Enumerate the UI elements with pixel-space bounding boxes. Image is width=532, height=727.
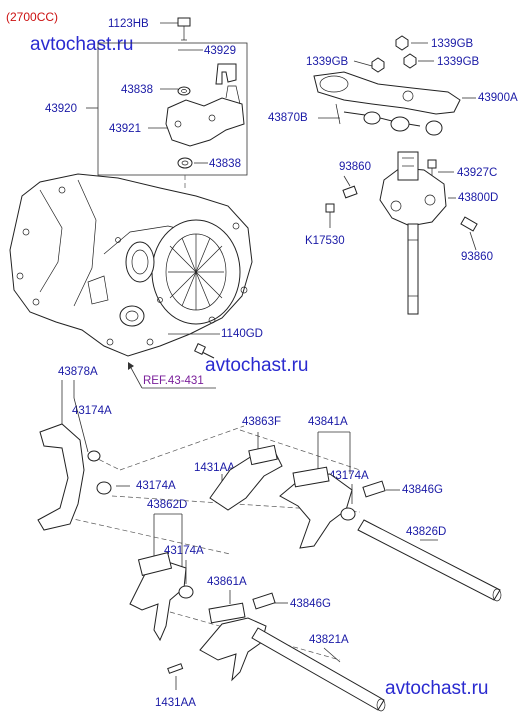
label-43838-upper[interactable]: 43838: [121, 84, 153, 96]
label-43921[interactable]: 43921: [109, 123, 141, 135]
label-43920[interactable]: 43920: [45, 103, 77, 115]
fork-43861A: [199, 617, 267, 682]
label-1431AA-lower[interactable]: 1431AA: [155, 697, 196, 709]
rail-43826D: [357, 519, 501, 601]
bolt-43927C: [427, 159, 437, 169]
shift-shaft: [407, 223, 419, 315]
label-43841A[interactable]: 43841A: [308, 416, 348, 428]
watermark-bottom: avtochast.ru: [385, 678, 489, 699]
nut-1339GB-1: [395, 35, 409, 51]
label-43174A-1[interactable]: 43174A: [72, 405, 112, 417]
label-93860-upper[interactable]: 93860: [339, 161, 371, 173]
shift-lever-assembly: [313, 35, 478, 315]
label-1140GD[interactable]: 1140GD: [221, 328, 263, 340]
bush-43174A-3: [96, 481, 112, 495]
bush-43838-upper: [177, 86, 191, 96]
nut-1339GB-3: [403, 53, 417, 69]
plug-43846G-upper: [362, 480, 386, 498]
variant-label: (2700CC): [6, 10, 58, 24]
label-1431AA-upper[interactable]: 1431AA: [194, 462, 235, 474]
label-43863F[interactable]: 43863F: [242, 416, 281, 428]
bolt-1123HB: [177, 17, 191, 27]
label-43174A-4[interactable]: 43174A: [164, 545, 204, 557]
label-K17530[interactable]: K17530: [305, 235, 345, 247]
bracket-group-box: [97, 42, 248, 176]
label-1339GB-1[interactable]: 1339GB: [431, 38, 474, 50]
label-43878A[interactable]: 43878A: [58, 366, 98, 378]
bush-43174A-1: [87, 450, 101, 462]
label-43838-lower[interactable]: 43838: [209, 158, 241, 170]
clip-43929: [215, 63, 237, 85]
bush-43174A-4: [178, 585, 194, 599]
fork-43862D: [129, 561, 187, 642]
label-43846G-upper[interactable]: 43846G: [402, 484, 443, 496]
pin-1431AA-lower: [167, 663, 184, 674]
case-bolt-holes: [16, 186, 248, 346]
label-43861A[interactable]: 43861A: [207, 576, 247, 588]
case-bore-upper: [125, 241, 155, 283]
label-43174A-2[interactable]: 43174A: [329, 470, 369, 482]
label-43174A-3[interactable]: 43174A: [136, 480, 176, 492]
lever-43900A: [313, 71, 461, 115]
fork-43878A: [37, 423, 85, 531]
bolt-1140GD: [194, 343, 206, 355]
label-43929[interactable]: 43929: [204, 45, 236, 57]
label-43862D[interactable]: 43862D: [147, 499, 187, 511]
transaxle-case: [9, 173, 253, 389]
bracket-assembly: [86, 17, 248, 190]
bell-ribs: [168, 234, 224, 310]
fork-43863F: [209, 453, 283, 511]
label-43800D[interactable]: 43800D: [458, 192, 498, 204]
plug-43846G-lower: [252, 592, 276, 610]
label-43826D[interactable]: 43826D: [406, 526, 446, 538]
fork-43841A: [279, 473, 353, 549]
shift-forks: [37, 380, 502, 712]
breather-93860-upper: [342, 185, 358, 199]
label-93860-lower[interactable]: 93860: [461, 251, 493, 263]
label-43821A[interactable]: 43821A: [309, 634, 349, 646]
label-1123HB[interactable]: 1123HB: [108, 18, 149, 30]
label-43870B[interactable]: 43870B: [268, 112, 308, 124]
nut-1339GB-2: [371, 57, 385, 73]
label-43900A[interactable]: 43900A: [478, 92, 518, 104]
bracket-43921: [165, 97, 245, 147]
rail-43821A: [251, 627, 385, 711]
label-43927C[interactable]: 43927C: [457, 167, 497, 179]
bush-43174A-2: [340, 507, 356, 521]
watermark-top: avtochast.ru: [30, 34, 134, 55]
ref-link[interactable]: REF.43-431: [143, 375, 204, 387]
link-43870B: [363, 111, 381, 125]
case-bore-lower: [119, 305, 145, 327]
label-1339GB-3[interactable]: 1339GB: [437, 56, 480, 68]
label-1339GB-2[interactable]: 1339GB: [306, 56, 349, 68]
label-43846G-lower[interactable]: 43846G: [290, 598, 331, 610]
bush-43838-lower: [177, 157, 193, 169]
breather-93860-lower: [460, 216, 478, 232]
pin-K17530: [325, 203, 335, 213]
watermark-middle: avtochast.ru: [205, 355, 309, 376]
